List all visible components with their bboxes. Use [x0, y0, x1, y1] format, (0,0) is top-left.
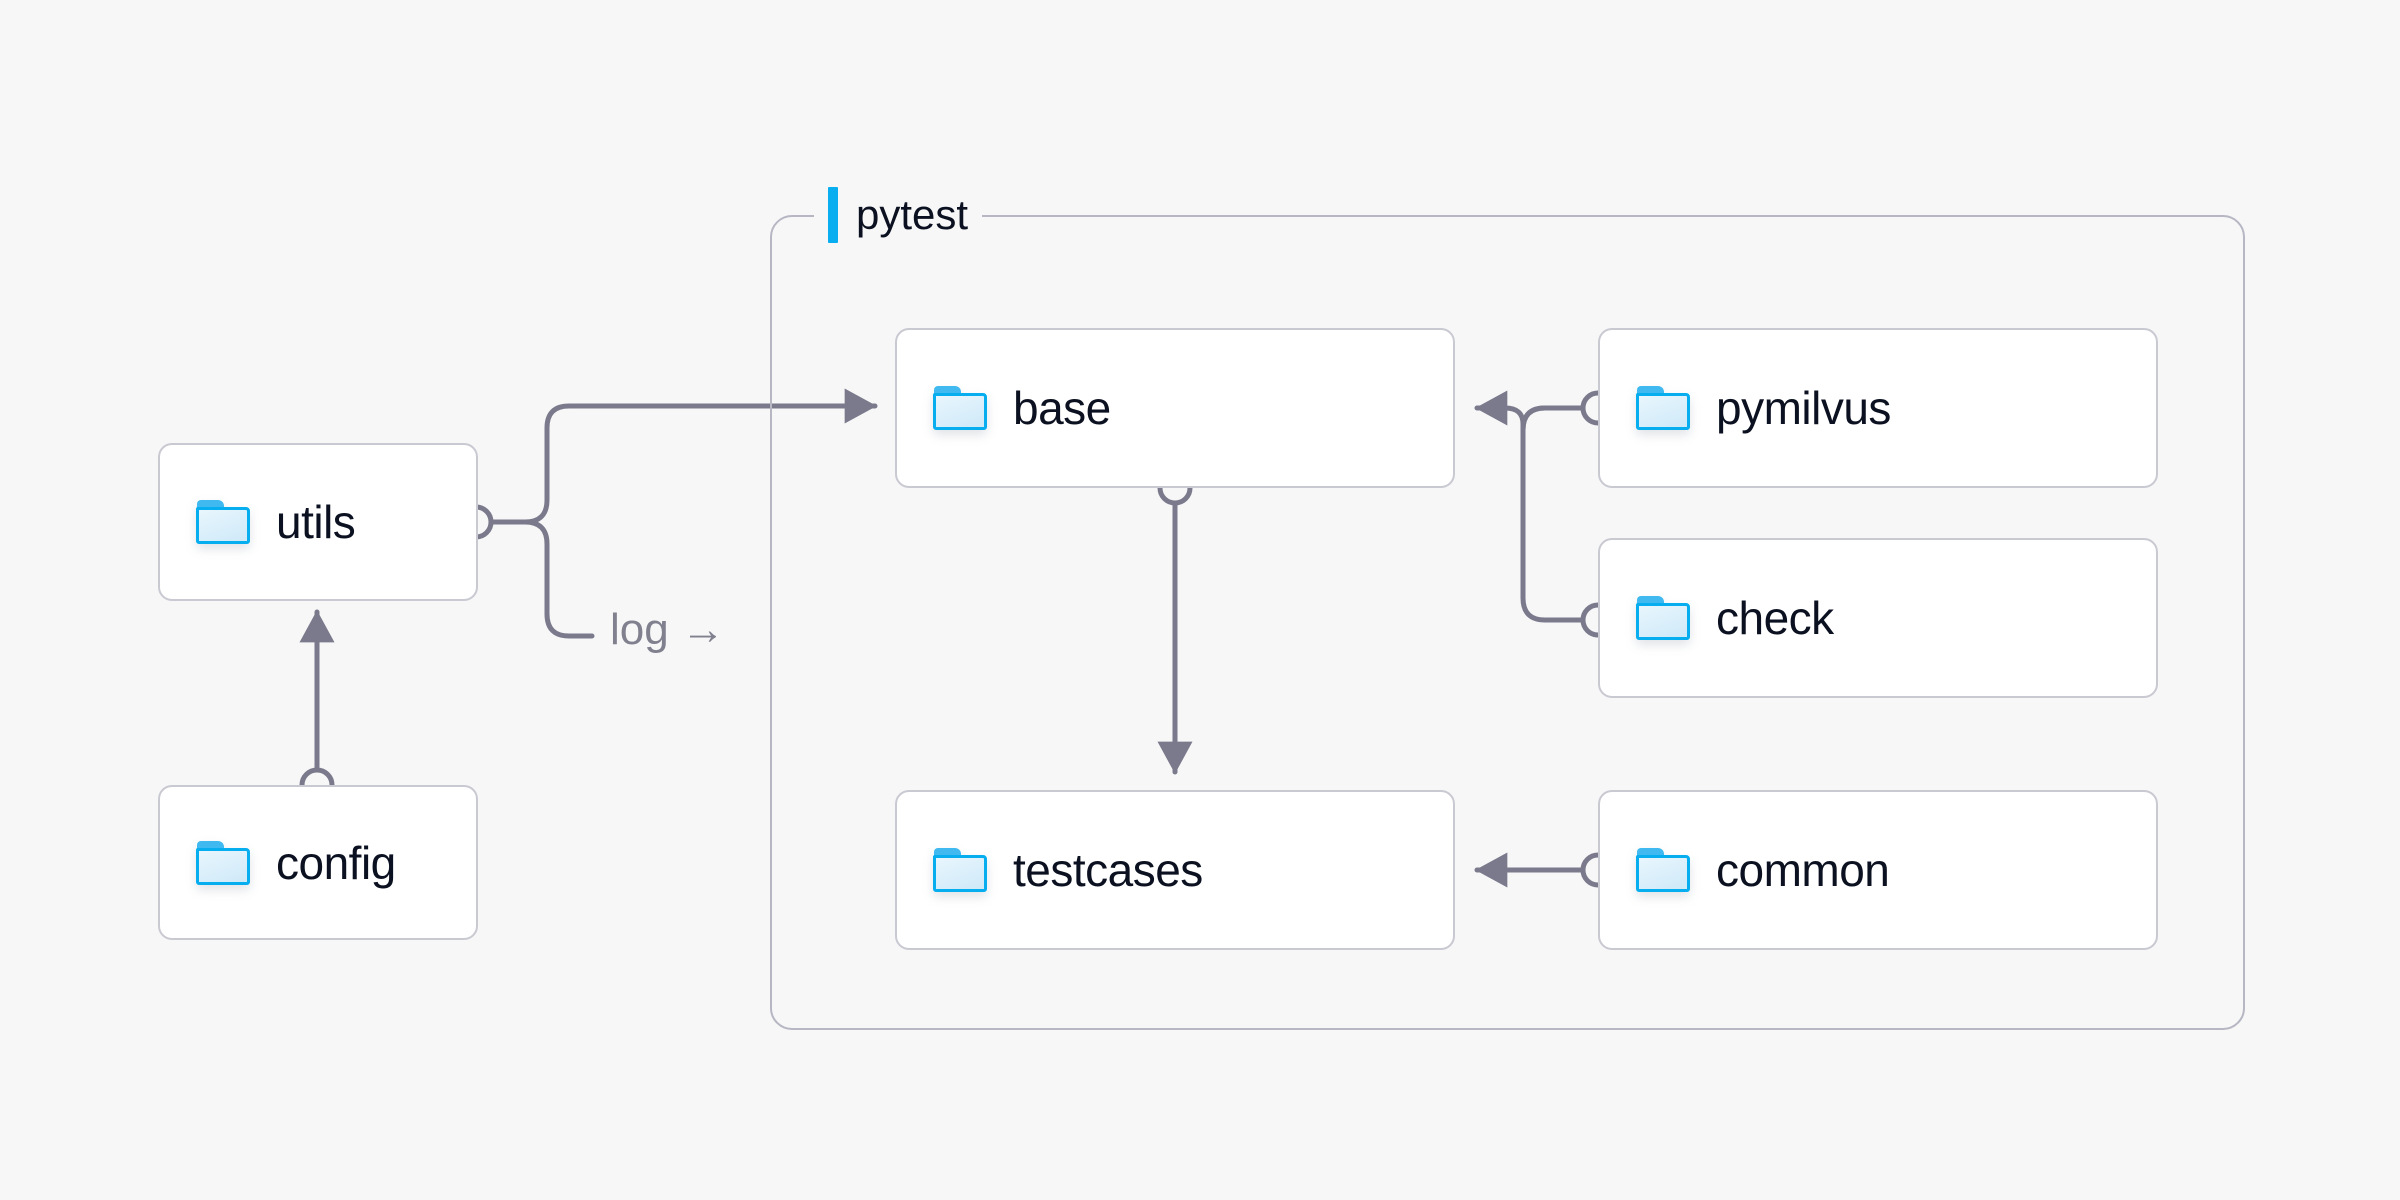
folder-icon	[196, 840, 250, 885]
node-label: check	[1716, 592, 1834, 644]
node-common[interactable]: common	[1598, 790, 2158, 950]
folder-icon	[1636, 386, 1690, 430]
node-label: config	[276, 836, 396, 889]
node-label: testcases	[1013, 844, 1203, 896]
folder-icon	[1636, 848, 1690, 892]
edge-label-log: log →	[600, 608, 735, 652]
folder-icon	[196, 500, 250, 544]
node-testcases[interactable]: testcases	[895, 790, 1455, 950]
group-title-label: pytest	[856, 191, 969, 238]
pytest-group-title: pytest	[814, 187, 983, 243]
node-config[interactable]: config	[158, 785, 478, 940]
folder-icon	[933, 386, 987, 430]
node-utils[interactable]: utils	[158, 443, 478, 601]
node-label: pymilvus	[1716, 382, 1891, 434]
node-label: utils	[276, 496, 356, 548]
folder-icon	[1636, 596, 1690, 640]
node-check[interactable]: check	[1598, 538, 2158, 698]
pytest-group-container[interactable]	[770, 215, 2245, 1030]
node-label: base	[1013, 382, 1111, 434]
node-base[interactable]: base	[895, 328, 1455, 488]
group-accent-bar	[828, 187, 838, 243]
node-pymilvus[interactable]: pymilvus	[1598, 328, 2158, 488]
wire-utils-to-log	[522, 519, 595, 639]
node-label: common	[1716, 844, 1890, 896]
folder-icon	[933, 848, 987, 892]
